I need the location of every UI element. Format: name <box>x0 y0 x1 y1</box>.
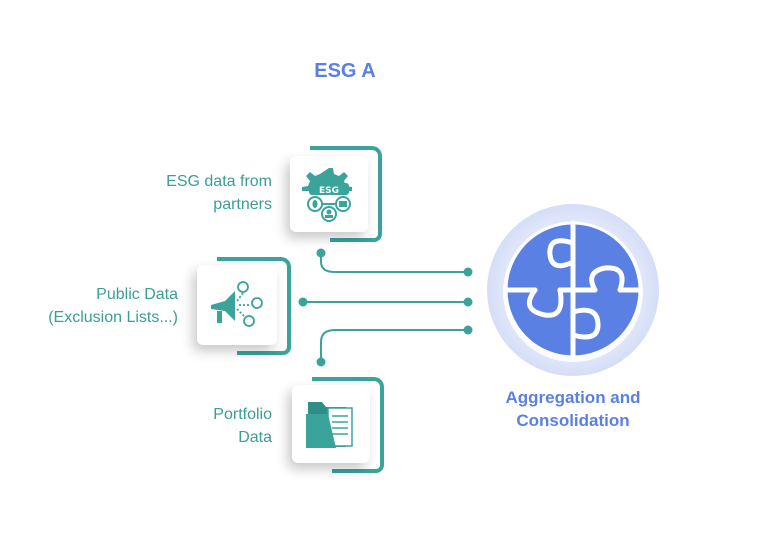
connector-dot <box>463 325 473 335</box>
diagram-title: ESG A <box>314 60 376 82</box>
esg-gear-icon: ESG <box>302 168 352 222</box>
label-line: Aggregation and <box>505 388 641 407</box>
label-line: Public Data <box>96 286 178 303</box>
connector-esg <box>320 253 468 273</box>
connector-dot <box>316 248 326 258</box>
megaphone-icon <box>211 281 263 327</box>
connector-portfolio <box>320 329 468 362</box>
source-label-public: Public Data (Exclusion Lists...) <box>20 283 178 329</box>
connector-dot <box>316 357 326 367</box>
target-label: Aggregation and Consolidation <box>480 386 666 432</box>
folder-icon <box>306 402 353 448</box>
puzzle-icon <box>487 204 659 376</box>
source-label-esg: ESG data from partners <box>120 170 272 216</box>
svg-text:ESG: ESG <box>319 186 339 196</box>
source-label-portfolio: Portfolio Data <box>120 403 272 449</box>
label-line: Data <box>238 429 272 446</box>
label-line: partners <box>213 196 272 213</box>
connector-dot <box>463 297 473 307</box>
connector-dot <box>298 297 308 307</box>
label-line: Portfolio <box>213 406 272 423</box>
label-line: Consolidation <box>516 411 630 430</box>
label-line: (Exclusion Lists...) <box>48 309 178 326</box>
connector-dot <box>463 267 473 277</box>
label-line: ESG data from <box>166 173 272 190</box>
